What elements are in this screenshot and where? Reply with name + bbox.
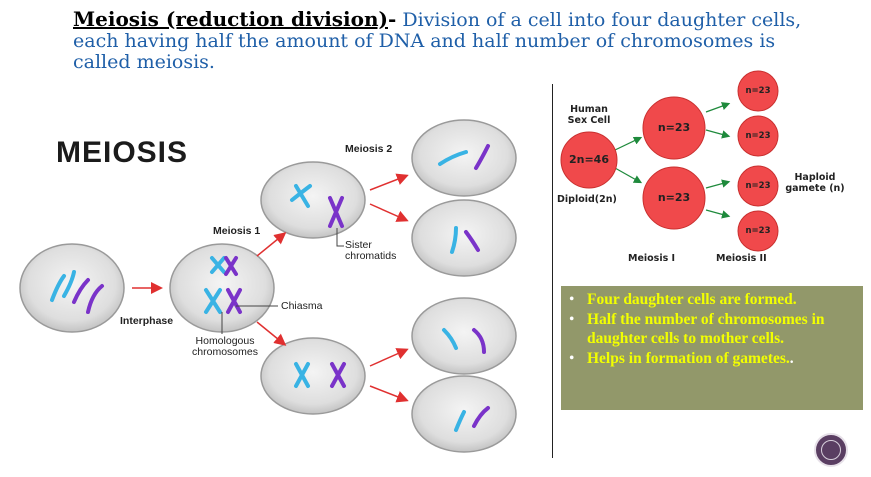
meiosis2-cell-3: [411, 297, 517, 375]
interphase-label: Interphase: [120, 315, 174, 327]
heading-term: Meiosis (reduction division): [73, 7, 388, 31]
homologous-label: Homologous chromosomes: [188, 336, 262, 358]
gamete-1: n=23: [745, 86, 771, 96]
interphase-cell: [19, 243, 125, 333]
summary-trailing-period: .: [789, 349, 794, 367]
human-label-line2: Sex Cell: [567, 115, 611, 126]
meiosis-diagram-title: MEIOSIS: [56, 136, 189, 169]
summary-item-text: Helps in formation of gametes.: [587, 349, 790, 367]
meiosis2-label: Meiosis 2: [345, 143, 393, 155]
gamete-2: n=23: [745, 131, 771, 141]
meiosis2-cell-1: [411, 119, 517, 197]
bullet-icon: •: [569, 291, 575, 308]
gamete-4: n=23: [745, 226, 771, 236]
gamete-3: n=23: [745, 181, 771, 191]
human-cell-arrows: [614, 102, 731, 219]
meiosis1-lower-cell: [260, 337, 366, 415]
human-cell-circles: [560, 70, 779, 252]
meiosis-ii-label: Meiosis II: [716, 253, 767, 264]
meiosis2-cell-2: [411, 199, 517, 277]
haploid-label-line1: Haploid: [794, 172, 836, 183]
summary-item: • Four daughter cells are formed.: [567, 290, 857, 310]
sister-chromatids-label: Sister chromatids: [345, 240, 396, 262]
heading-dash: -: [388, 7, 397, 31]
sister-label-line2: chromatids: [345, 250, 397, 262]
meiosis-i-label: Meiosis I: [628, 253, 676, 264]
summary-list: • Four daughter cells are formed. • Half t…: [567, 290, 857, 368]
pointer-lines: [221, 228, 344, 334]
meiosis-arrows: [132, 173, 409, 403]
meiosis1-cell-top: n=23: [657, 121, 691, 134]
meiosis1-cell-bottom: n=23: [657, 191, 691, 204]
summary-item-text: Four daughter cells are formed.: [587, 291, 797, 308]
meiosis1-upper-cell: [260, 161, 366, 239]
human-sex-cell-label: Human Sex Cell: [567, 104, 611, 126]
nav-ring: [821, 440, 841, 460]
homologous-label-line1: Homologous: [195, 335, 255, 347]
diploid-label: Diploid(2n): [557, 194, 617, 205]
summary-item: • Helps in formation of gametes..: [567, 349, 857, 369]
bullet-icon: •: [569, 349, 575, 367]
haploid-gamete-label: Haploid gamete (n): [780, 172, 850, 194]
prophase-cell: [169, 243, 275, 333]
human-label-line1: Human: [570, 104, 608, 115]
diploid-cell-value: 2n=46: [568, 153, 609, 166]
haploid-label-line2: gamete (n): [785, 183, 845, 194]
summary-notes-box: • Four daughter cells are formed. • Half t…: [561, 286, 863, 410]
vertical-divider: [552, 84, 553, 458]
homologous-label-line2: chromosomes: [192, 346, 258, 358]
circle-nav-icon[interactable]: [814, 433, 848, 467]
meiosis2-cell-4: [411, 375, 517, 453]
sister-label-line1: Sister: [345, 239, 372, 251]
heading-definition: Division of a cell into four daughter ce…: [73, 9, 802, 73]
meiosis1-label: Meiosis 1: [213, 225, 261, 237]
summary-item-text: Half the number of chromosomes in daught…: [587, 310, 825, 348]
summary-item: • Half the number of chromosomes in daugh…: [567, 310, 857, 349]
chiasma-label: Chiasma: [281, 300, 323, 312]
slide-heading: Meiosis (reduction division)- Division o…: [73, 9, 833, 73]
bullet-icon: •: [569, 310, 575, 328]
